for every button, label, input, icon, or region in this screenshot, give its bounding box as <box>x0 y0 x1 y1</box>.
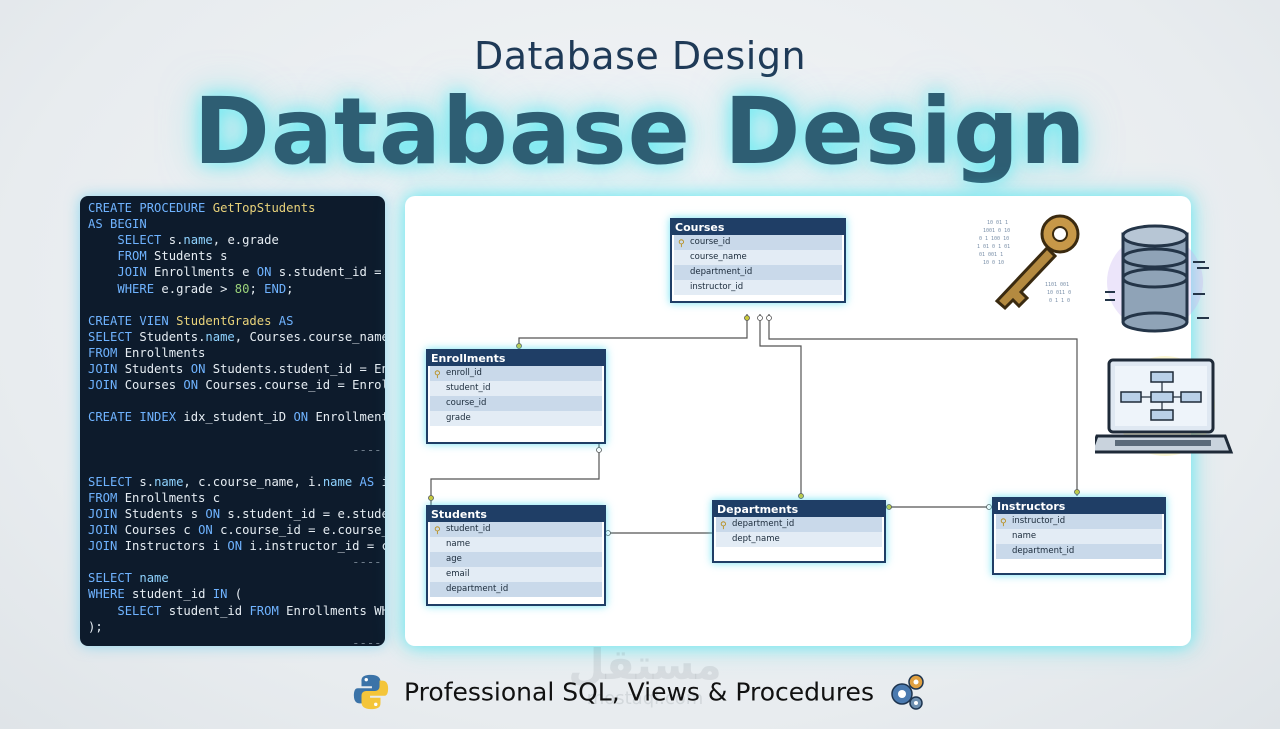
svg-text:0 1 1 0: 0 1 1 0 <box>1049 298 1070 304</box>
field-department-id: ⚲department_id <box>716 517 882 532</box>
laptop-diagram-icon <box>1095 356 1234 456</box>
field-department-id: department_id <box>430 582 602 597</box>
code-line: JOIN Courses c ON c.course_id = e.course… <box>88 523 385 537</box>
code-line: SELECT Students.name, Courses.course_nam… <box>88 329 385 344</box>
svg-text:10 0 10: 10 0 10 <box>983 260 1004 266</box>
primary-key-icon: ⚲ <box>434 370 441 380</box>
svg-text:1001 0 10: 1001 0 10 <box>983 228 1010 234</box>
code-line: SELECT name <box>88 571 169 586</box>
entity-instructors-title: Instructors <box>994 499 1164 514</box>
field-email: email <box>430 567 602 582</box>
relationship-lines <box>428 314 1080 536</box>
field-instructor-id: ⚲instructor_id <box>996 514 1162 529</box>
primary-key-icon: ⚲ <box>720 521 727 531</box>
code-line: JOIN Instructors i ON i.instructor_id = … <box>88 539 385 554</box>
code-line: FROM Enrollments <box>88 345 206 360</box>
field-student-id: student_id <box>430 381 602 396</box>
code-line: SELECT s.name, e.grade <box>117 233 279 248</box>
watermark-logo: مستقل <box>568 640 722 689</box>
field-name: name <box>430 537 602 552</box>
rel-courses-enrollments <box>518 314 748 349</box>
field-course-id: course_id <box>430 396 602 411</box>
field-department-id: department_id <box>674 265 842 280</box>
field-grade: grade <box>430 411 602 426</box>
field-enroll-id: ⚲enroll_id <box>430 366 602 381</box>
field-course-id: ⚲course_id <box>674 235 842 250</box>
field-department-id: department_id <box>996 544 1162 559</box>
field-instructor-id: instructor_id <box>674 280 842 295</box>
entity-students[interactable]: Students ⚲student_id name age email depa… <box>426 505 606 606</box>
primary-key-icon: ⚲ <box>434 526 441 536</box>
svg-text:10 01 1: 10 01 1 <box>987 220 1008 226</box>
svg-text:10 011 0: 10 011 0 <box>1047 290 1071 296</box>
database-icon <box>1105 224 1209 333</box>
code-line: ---- <box>88 635 382 646</box>
code-line: SELECT student_id FROM Enrollments WH <box>117 603 385 618</box>
entity-courses[interactable]: Courses ⚲course_id course_name departmen… <box>670 218 846 303</box>
rel-enrollments-students <box>430 442 600 506</box>
code-line: JOIN Courses ON Courses.course_id = Enro… <box>88 378 385 393</box>
entity-enrollments[interactable]: Enrollments ⚲enroll_id student_id course… <box>426 349 606 444</box>
watermark-url: mostaql.com <box>586 688 704 709</box>
field-course-name: course_name <box>674 250 842 265</box>
code-line: AS BEGIN <box>88 217 147 232</box>
python-logo-icon <box>353 674 389 710</box>
entity-instructors[interactable]: Instructors ⚲instructor_id name departme… <box>992 497 1166 575</box>
code-line: SELECT s.name, c.course_name, i.name AS … <box>88 474 385 489</box>
code-line: JOIN Enrollments e ON s.student_id = <box>117 265 385 280</box>
entity-departments[interactable]: Departments ⚲department_id dept_name <box>712 500 886 563</box>
svg-text:01 001 1: 01 001 1 <box>979 252 1003 258</box>
entity-courses-title: Courses <box>672 220 844 235</box>
code-line: JOIN Students ON Students.student_id = E… <box>88 362 385 376</box>
code-line: ---- <box>88 442 382 457</box>
code-line: FROM Enrollments c <box>88 490 221 505</box>
code-line: CREATE VIEN StudentGrades AS <box>88 313 294 328</box>
code-line: ---- <box>88 555 382 570</box>
svg-text:1101 001: 1101 001 <box>1045 282 1069 288</box>
entity-departments-title: Departments <box>714 502 884 517</box>
field-dept-name: dept_name <box>716 532 882 547</box>
code-line: CREATE INDEX idx_student_iD ON Enrollmen… <box>88 410 385 425</box>
er-diagram: Courses ⚲course_id course_name departmen… <box>405 196 1234 646</box>
rel-courses-departments <box>759 314 802 499</box>
primary-key-icon: ⚲ <box>1000 518 1007 528</box>
code-line: JOIN Students s ON s.student_id = e.stud… <box>88 506 385 521</box>
field-student-id: ⚲student_id <box>430 522 602 537</box>
code-line: ); <box>88 619 103 634</box>
header-subtitle: Database Design <box>473 34 807 78</box>
svg-text:0 1 100 10: 0 1 100 10 <box>979 236 1009 242</box>
gears-icon <box>891 674 924 710</box>
entity-students-title: Students <box>428 507 604 522</box>
field-name: name <box>996 529 1162 544</box>
code-line: FROM Students s <box>117 249 228 264</box>
footer: Professional SQL, Views & Procedures <box>0 672 1280 712</box>
footer-text: Professional SQL, Views & Procedures <box>404 677 874 707</box>
primary-key-icon: ⚲ <box>678 239 685 249</box>
rel-courses-instructors <box>768 314 1078 496</box>
header-title: Database Design <box>193 78 1087 185</box>
key-icon: 10 01 1 1001 0 10 0 1 100 10 1 01 0 1 01… <box>977 214 1080 311</box>
entity-enrollments-title: Enrollments <box>428 351 604 366</box>
code-line: WHERE student_id IN ( <box>88 587 243 602</box>
code-line: CREATE PROCEDURE GetTopStudents <box>88 201 316 215</box>
field-age: age <box>430 552 602 567</box>
code-line: WHERE e.grade > 80; END; <box>117 281 294 296</box>
svg-text:1 01 0 1 01: 1 01 0 1 01 <box>977 244 1010 250</box>
